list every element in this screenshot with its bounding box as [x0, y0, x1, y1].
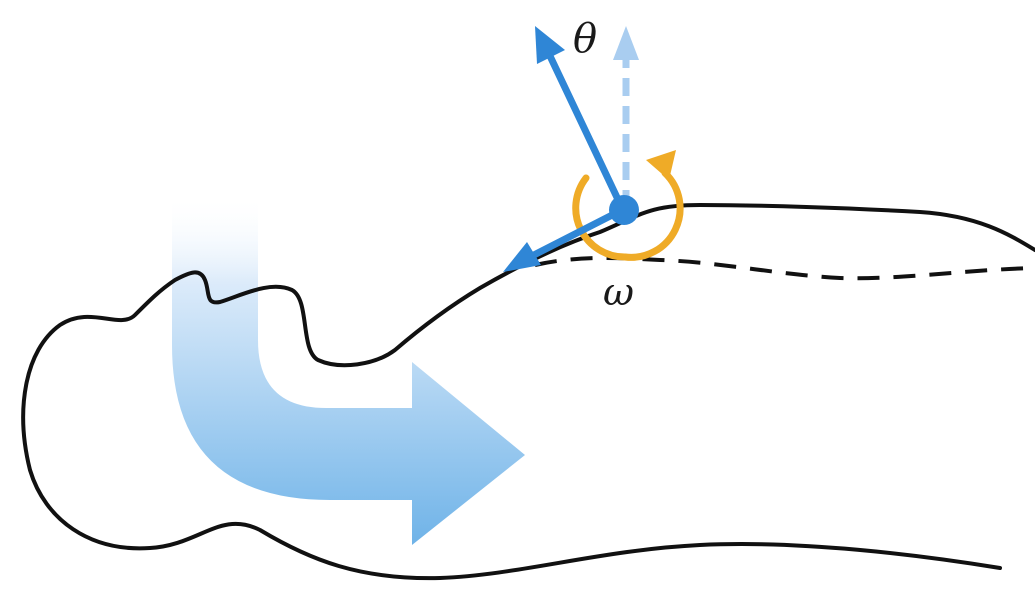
flow-arrow-icon [172, 195, 525, 545]
direction-vector-icon [535, 26, 626, 212]
pivot-point [609, 195, 639, 225]
theta-label: θ [573, 16, 597, 62]
body-outline [21, 203, 1035, 581]
rotation-icon [572, 150, 684, 261]
omega-label: ω [603, 270, 634, 314]
reference-vector-icon [613, 26, 639, 208]
dashed-line [534, 255, 1035, 281]
tangent-vector-icon [503, 206, 626, 272]
